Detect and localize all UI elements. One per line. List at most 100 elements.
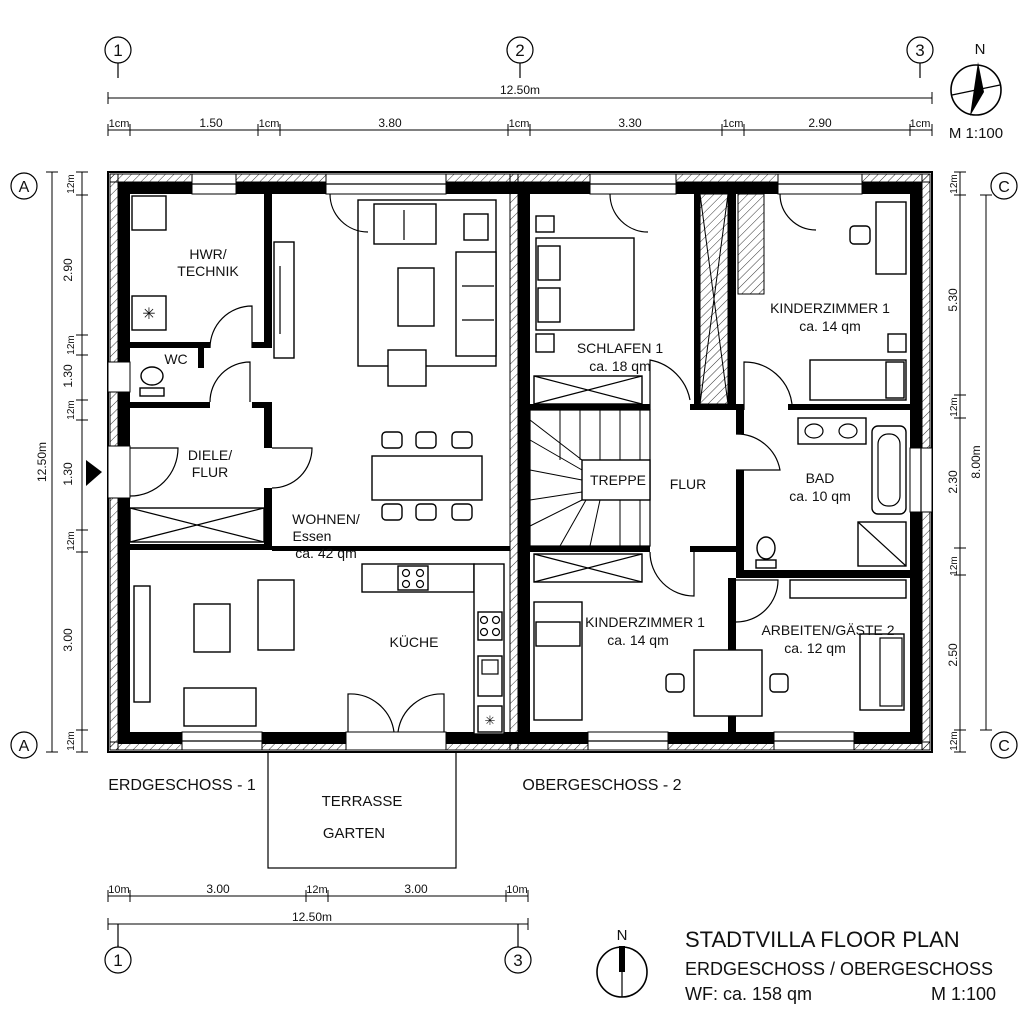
grid-label: 3 [915, 41, 924, 60]
dimension-label: 12m [66, 531, 77, 550]
north-label: N [975, 41, 986, 58]
windows [107, 173, 933, 751]
room-kueche-label: KÜCHE [389, 633, 438, 650]
grid-marker-top-3: 3 [906, 36, 934, 78]
room-treppe-label: TREPPE [590, 472, 646, 488]
dimension-label: 12m [66, 335, 77, 354]
room-wohnen-label: WOHNEN/ [292, 511, 360, 527]
grid-axis-markers: 1 2 3 A A C C 1 [10, 36, 1018, 974]
dimension-label: 12m [66, 174, 77, 193]
grid-label: 3 [513, 951, 522, 970]
grid-label: 2 [515, 41, 524, 60]
grid-label: 1 [113, 951, 122, 970]
dimension-label: 12m [949, 731, 960, 750]
plan-scale: M 1:100 [931, 984, 996, 1004]
dimension-bottom: 10m 3.00 12m 3.00 10m 12.50m [107, 882, 529, 947]
grid-marker-bottom-3: 3 [504, 946, 532, 974]
dimension-left: 12.50m 12m 2.90 12m 1.30 12m 1.30 12m 3.… [35, 171, 88, 753]
grid-marker-top-1: 1 [104, 36, 132, 78]
room-labels: HWR/TECHNIK WC DIELE/FLUR WOHNEN/ Essen … [164, 246, 894, 656]
dimension-label: 12m [949, 556, 960, 575]
scale-label-top: M 1:100 [949, 125, 1003, 142]
room-kinderzimmer-bottom-label: KINDERZIMMER 1 [585, 614, 705, 630]
room-kinderzimmer-top-label: KINDERZIMMER 1 [770, 300, 890, 316]
terrace-label: TERRASSE [322, 793, 403, 810]
dimension-total-label: 12.50m [35, 442, 49, 482]
room-kinderzimmer-top-area: ca. 14 qm [799, 318, 860, 334]
dimension-total-label: 8.00m [969, 445, 983, 478]
svg-text:✳: ✳ [142, 306, 155, 323]
dimension-label: 12m [66, 400, 77, 419]
garden-label: GARTEN [323, 825, 385, 842]
north-arrow-top: N [950, 41, 1002, 116]
dimension-label: 10m [506, 884, 527, 896]
entrance-arrow-icon [86, 460, 102, 486]
grid-label: 1 [113, 41, 122, 60]
room-arbeiten-area: ca. 12 qm [784, 640, 845, 656]
dimension-label: 3.00 [404, 882, 428, 896]
grid-marker-top-2: 2 [506, 36, 534, 78]
room-flur-label: FLUR [670, 476, 707, 492]
title-block: STADTVILLA FLOOR PLAN ERDGESCHOSS / OBER… [685, 927, 996, 1004]
dimension-label: 1cm [109, 118, 130, 130]
dimension-total-label: 12.50m [292, 910, 332, 924]
dimension-label: 12m [949, 174, 960, 193]
dimension-label: 2.90 [61, 258, 75, 282]
room-hwr-label: HWR/TECHNIK [177, 246, 239, 279]
dimension-label: 5.30 [946, 288, 960, 312]
dimension-label: 1cm [509, 118, 530, 130]
dimension-label: 2.30 [946, 470, 960, 494]
dimension-label: 1cm [910, 118, 931, 130]
grid-marker-bottom-1: 1 [104, 945, 132, 974]
north-label: N [617, 927, 628, 944]
dimension-label: 3.80 [378, 116, 402, 130]
room-schlafen-label: SCHLAFEN 1 [577, 340, 664, 356]
room-wohnen-area: ca. 42 qm [295, 545, 356, 561]
dimension-label: 1.30 [61, 462, 75, 486]
dimension-label: 2.90 [808, 116, 832, 130]
furniture-og [529, 193, 907, 721]
room-arbeiten-label: ARBEITEN/GÄSTE 2 [761, 622, 894, 638]
grid-label: A [19, 738, 30, 755]
dimension-label: 10m [108, 884, 129, 896]
terrace: TERRASSE GARTEN [267, 751, 457, 869]
plan-area: WF: ca. 158 qm [685, 984, 812, 1004]
dimension-label: 1.50 [199, 116, 223, 130]
room-schlafen-area: ca. 18 qm [589, 358, 650, 374]
room-bad-label: BAD [806, 470, 835, 486]
dimension-label: 12m [66, 731, 77, 750]
grid-label: A [19, 179, 30, 196]
floor-label-eg: ERDGESCHOSS - 1 [108, 777, 256, 794]
room-wohnen-sublabel: Essen [293, 528, 332, 544]
plan-subtitle: ERDGESCHOSS / OBERGESCHOSS [685, 959, 993, 979]
dimension-label: 12m [306, 884, 327, 896]
dimension-label: 3.30 [618, 116, 642, 130]
room-wc-label: WC [164, 351, 187, 367]
dimension-right: 12m 5.30 12m 2.30 12m 2.50 12m 8.00m [946, 171, 992, 753]
north-arrow-bottom: N [596, 927, 648, 998]
interior-walls-eg [130, 194, 510, 551]
furniture-eg: ✳ [129, 193, 505, 735]
dimension-label: 1.30 [61, 364, 75, 388]
dimension-top: 12.50m 1cm 1.50 1cm 3.80 1cm 3.30 1cm 2.… [107, 83, 933, 136]
room-diele-label: DIELE/FLUR [188, 447, 232, 480]
plan-title: STADTVILLA FLOOR PLAN [685, 927, 960, 952]
grid-marker-left-a-bottom: A [10, 731, 38, 759]
grid-label: C [998, 179, 1010, 196]
room-label-line: FLUR [192, 464, 229, 480]
room-kinderzimmer-bottom-area: ca. 14 qm [607, 632, 668, 648]
grid-marker-left-a-top: A [10, 172, 38, 200]
grid-marker-right-c-bottom: C [990, 731, 1018, 759]
grid-marker-right-c-top: C [990, 172, 1018, 200]
room-label-line: TECHNIK [177, 263, 239, 279]
dimension-label: 2.50 [946, 643, 960, 667]
dimension-label: 1cm [723, 118, 744, 130]
room-bad-area: ca. 10 qm [789, 488, 850, 504]
dimension-label: 12m [949, 397, 960, 416]
floor-label-og: OBERGESCHOSS - 2 [522, 777, 681, 794]
dimension-label: 3.00 [61, 628, 75, 652]
dimension-total-label: 12.50m [500, 83, 540, 97]
svg-text:✳: ✳ [485, 713, 496, 728]
dimension-label: 3.00 [206, 882, 230, 896]
